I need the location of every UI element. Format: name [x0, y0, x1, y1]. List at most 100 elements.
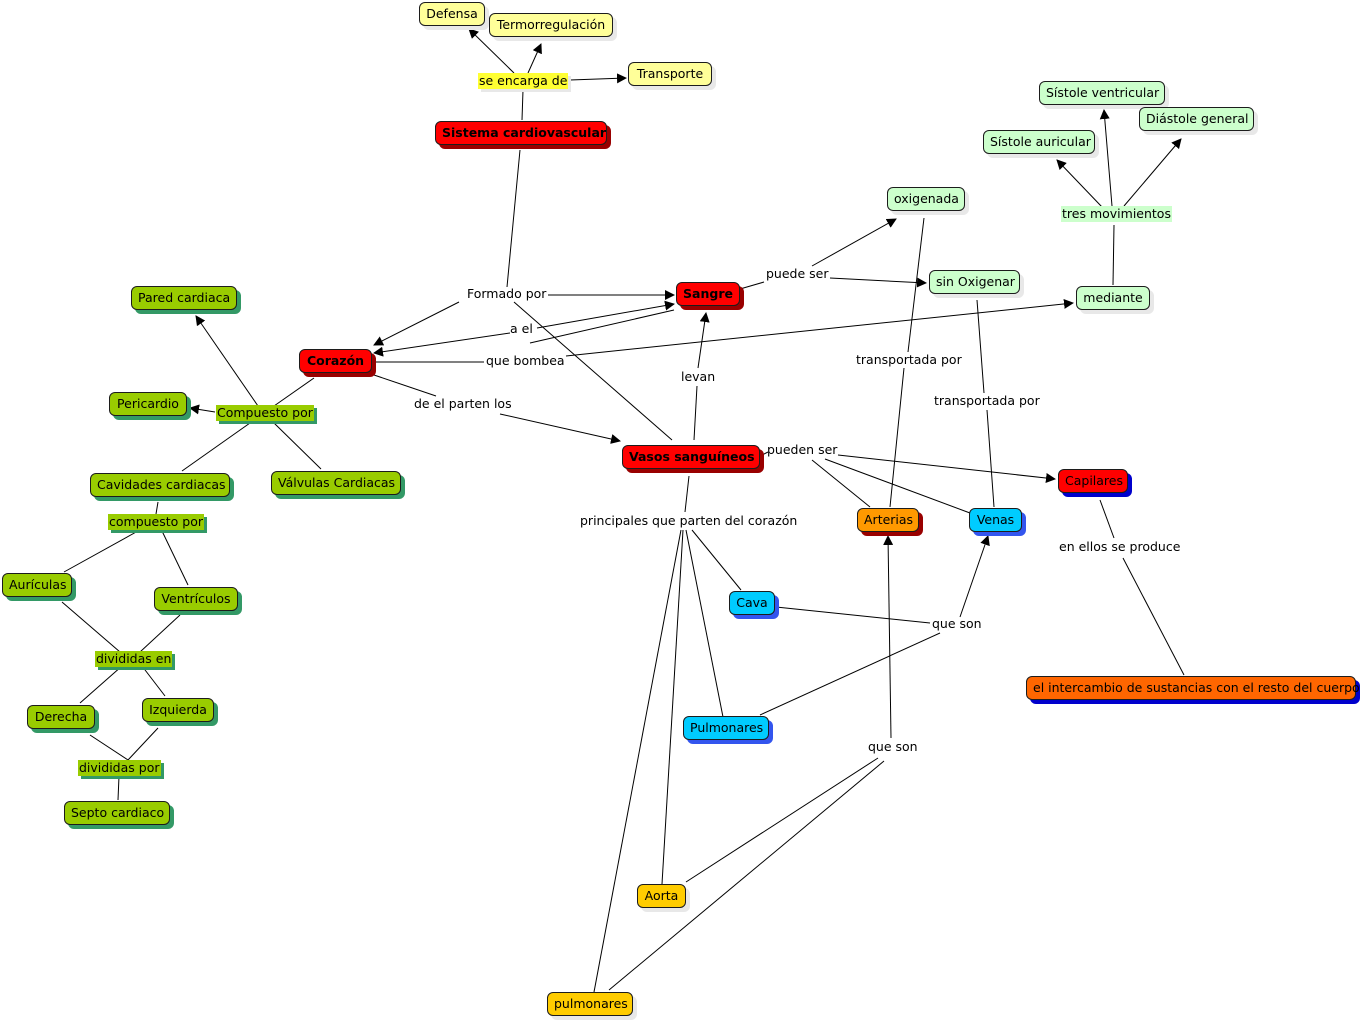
- concept-pericardio[interactable]: Pericardio: [109, 392, 187, 416]
- link-principales[interactable]: principales que parten del corazón: [580, 513, 798, 528]
- concept-arterias[interactable]: Arterias: [857, 508, 919, 532]
- concept-sistema-cardiovascular[interactable]: Sistema cardiovascular: [435, 121, 607, 145]
- concept-derecha[interactable]: Derecha: [27, 705, 95, 729]
- connector: [684, 475, 690, 513]
- link-se-encarga-de[interactable]: se encarga de: [478, 73, 569, 89]
- arrow: [829, 277, 927, 288]
- link-pueden-ser[interactable]: pueden ser: [767, 442, 838, 457]
- arrow: [1099, 109, 1113, 207]
- arrow: [837, 454, 1056, 483]
- connector: [181, 422, 251, 472]
- arrow: [373, 301, 460, 346]
- connector: [693, 385, 698, 441]
- connector: [273, 422, 322, 470]
- concept-defensa[interactable]: Defensa: [419, 2, 485, 26]
- link-compuesto-por[interactable]: Compuesto por: [216, 405, 314, 421]
- connector: [273, 377, 315, 407]
- concept-sangre[interactable]: Sangre: [676, 282, 740, 306]
- link-levan[interactable]: levan: [681, 369, 716, 384]
- connector: [373, 374, 437, 397]
- link-en-ellos-se-produce[interactable]: en ellos se produce: [1059, 539, 1181, 554]
- link-divididas-por[interactable]: divididas por: [78, 760, 161, 776]
- link-que-son-arterias[interactable]: que son: [868, 739, 918, 754]
- connector: [155, 501, 159, 515]
- link-transportada-por-1[interactable]: transportada por: [856, 352, 962, 367]
- connector: [139, 614, 181, 653]
- connector: [61, 601, 121, 653]
- concept-sistole-auricular[interactable]: Sístole auricular: [983, 130, 1095, 154]
- arrow: [527, 43, 542, 74]
- arrow: [697, 312, 710, 369]
- connector: [63, 530, 139, 573]
- concept-transporte[interactable]: Transporte: [628, 62, 712, 86]
- concept-termorregulacion[interactable]: Termorregulación: [489, 13, 613, 37]
- link-puede-ser[interactable]: puede ser: [766, 266, 829, 281]
- arrow: [883, 535, 894, 739]
- connector: [739, 281, 765, 290]
- connector: [759, 632, 941, 716]
- concept-cava[interactable]: Cava: [729, 591, 775, 615]
- arrow: [195, 315, 259, 407]
- link-de-el-parten-los[interactable]: de el parten los: [414, 396, 512, 411]
- arrow: [1056, 159, 1103, 208]
- concept-pulmonares-arterias[interactable]: pulmonares: [547, 992, 633, 1016]
- link-a-el[interactable]: a el: [510, 321, 533, 336]
- arrow: [811, 218, 897, 267]
- concept-diastole-general[interactable]: Diástole general: [1139, 107, 1254, 131]
- arrow: [959, 535, 990, 618]
- connector: [141, 665, 166, 697]
- link-transportada-por-2[interactable]: transportada por: [934, 393, 1040, 408]
- arrow: [565, 298, 1074, 357]
- connector: [117, 775, 120, 801]
- arrow: [1123, 138, 1182, 207]
- connector: [824, 458, 971, 514]
- concept-izquierda[interactable]: Izquierda: [142, 698, 214, 722]
- connector: [775, 606, 931, 624]
- concept-vasos-sanguineos[interactable]: Vasos sanguíneos: [622, 445, 760, 469]
- link-que-bombea[interactable]: que bombea: [486, 353, 565, 368]
- concept-intercambio[interactable]: el intercambio de sustancias con el rest…: [1026, 676, 1360, 700]
- connector: [89, 734, 129, 761]
- concept-valvulas-cardiacas[interactable]: Válvulas Cardiacas: [271, 471, 401, 495]
- concept-sistole-ventricular[interactable]: Sístole ventricular: [1039, 81, 1165, 105]
- concept-aorta[interactable]: Aorta: [637, 884, 686, 908]
- arrow: [468, 28, 515, 74]
- link-formado-por[interactable]: Formado por: [467, 286, 547, 301]
- concept-corazon[interactable]: Corazón: [299, 349, 372, 373]
- concept-oxigenada[interactable]: oxigenada: [887, 187, 965, 211]
- concept-auriculas[interactable]: Aurículas: [2, 573, 72, 597]
- link-compuesto-por-cavidades[interactable]: compuesto por: [108, 514, 205, 530]
- concept-cavidades-cardiacas[interactable]: Cavidades cardiacas: [90, 473, 230, 497]
- concept-capilares[interactable]: Capilares: [1058, 469, 1128, 493]
- connector: [691, 529, 742, 591]
- concept-septo-cardiaco[interactable]: Septo cardiaco: [64, 801, 170, 825]
- link-que-son-venas[interactable]: que son: [932, 616, 982, 631]
- connector: [685, 529, 724, 718]
- connector: [1122, 557, 1185, 676]
- link-tres-movimientos[interactable]: tres movimientos: [1061, 206, 1172, 222]
- concept-ventriculos[interactable]: Ventrículos: [154, 587, 238, 611]
- concept-sin-oxigenar[interactable]: sin Oxigenar: [929, 270, 1020, 294]
- concept-pared-cardiaca[interactable]: Pared cardiaca: [131, 286, 237, 310]
- link-divididas-en[interactable]: divididas en: [95, 651, 173, 667]
- connector: [1112, 224, 1115, 286]
- connector: [127, 727, 159, 761]
- arrow: [536, 300, 675, 329]
- connector: [685, 757, 879, 883]
- connector: [513, 301, 673, 441]
- arrow: [189, 404, 216, 415]
- concept-pulmonares-venas[interactable]: Pulmonares: [683, 716, 769, 740]
- connector: [1099, 499, 1115, 539]
- concept-mediante[interactable]: mediante: [1076, 286, 1150, 310]
- connector: [907, 217, 925, 353]
- connector: [976, 299, 985, 394]
- connector: [761, 451, 769, 456]
- arrow: [373, 332, 511, 357]
- connector: [506, 149, 521, 288]
- concept-venas[interactable]: Venas: [969, 508, 1022, 532]
- connector: [986, 409, 995, 508]
- connector: [593, 529, 682, 993]
- connector: [521, 89, 524, 121]
- arrow: [569, 73, 627, 84]
